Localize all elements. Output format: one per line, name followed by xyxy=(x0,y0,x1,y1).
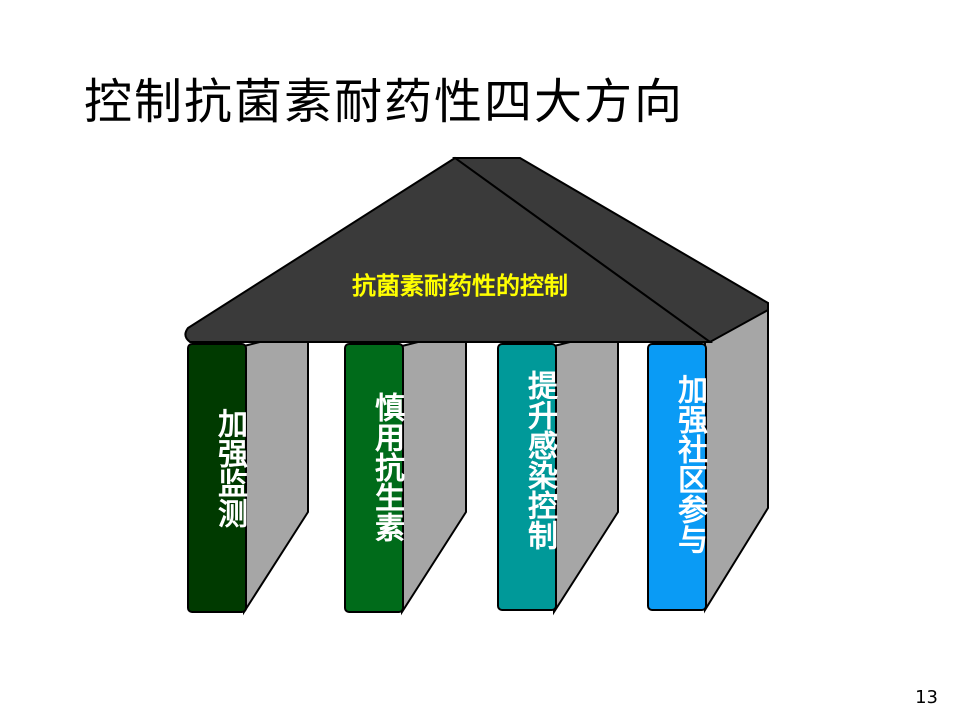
slide-title: 控制抗菌素耐药性四大方向 xyxy=(84,74,685,130)
pillar-3-front xyxy=(497,343,557,611)
pillar-2-side xyxy=(401,328,467,616)
pillar-2-label: 慎用抗生素 xyxy=(369,392,404,542)
pillar-2-front xyxy=(344,343,404,613)
roof-front xyxy=(184,156,714,343)
pillar-4-front xyxy=(647,343,707,611)
pillar-4-label: 加强社区参与 xyxy=(672,374,707,554)
pillar-1-front xyxy=(187,343,247,613)
pillar-4-side xyxy=(704,302,769,614)
pillar-3-label: 提升感染控制 xyxy=(522,370,557,550)
pillar-3-side xyxy=(553,328,619,616)
pillar-1-label: 加强监测 xyxy=(212,408,247,528)
pillar-1-side xyxy=(243,328,309,616)
roof-label: 抗菌素耐药性的控制 xyxy=(352,272,568,300)
page-number: 13 xyxy=(915,687,938,708)
